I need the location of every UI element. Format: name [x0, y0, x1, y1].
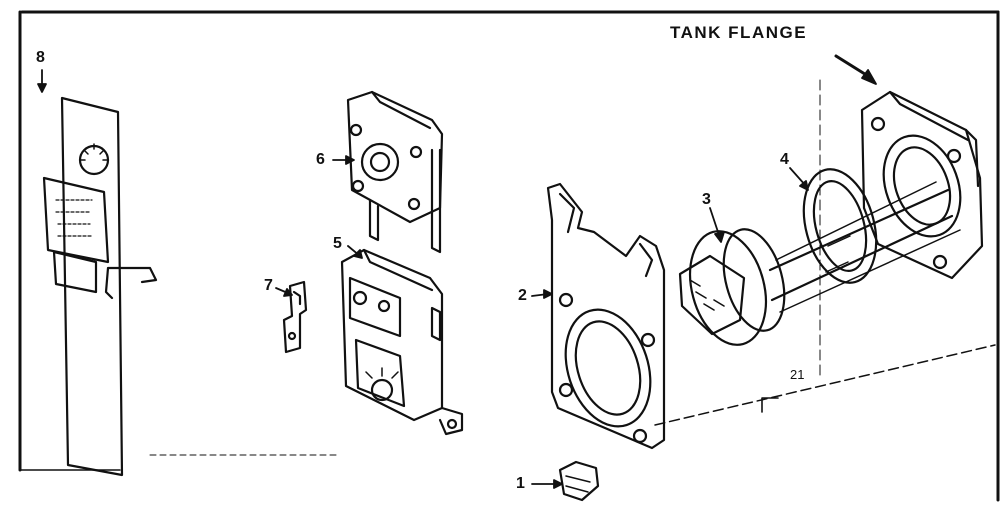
part-3-heating-element	[678, 181, 961, 346]
callout-7: 7	[264, 277, 273, 294]
part-8-warning-label	[42, 96, 158, 477]
break-mark	[761, 397, 779, 413]
callout-5: 5	[333, 235, 342, 252]
tank-flange	[860, 90, 984, 280]
part-5-thermostat	[340, 248, 464, 436]
callout-1: 1	[516, 475, 525, 492]
callout-2: 2	[518, 287, 527, 304]
stray-mark: 21	[790, 367, 805, 382]
callout-3: 3	[702, 191, 711, 208]
frame-lines	[18, 10, 1000, 502]
tank-flange-label: TANK FLANGE	[670, 23, 808, 42]
callout-6: 6	[316, 151, 325, 168]
part-2-gasket	[546, 182, 666, 450]
callout-8: 8	[36, 49, 45, 66]
part-1-screw	[558, 460, 600, 502]
callout-4: 4	[780, 151, 789, 168]
part-6-thermostat	[346, 90, 444, 254]
part-7-bracket-clip	[282, 280, 308, 354]
callout-arrows	[37, 54, 877, 489]
part-4-o-ring	[802, 168, 878, 284]
